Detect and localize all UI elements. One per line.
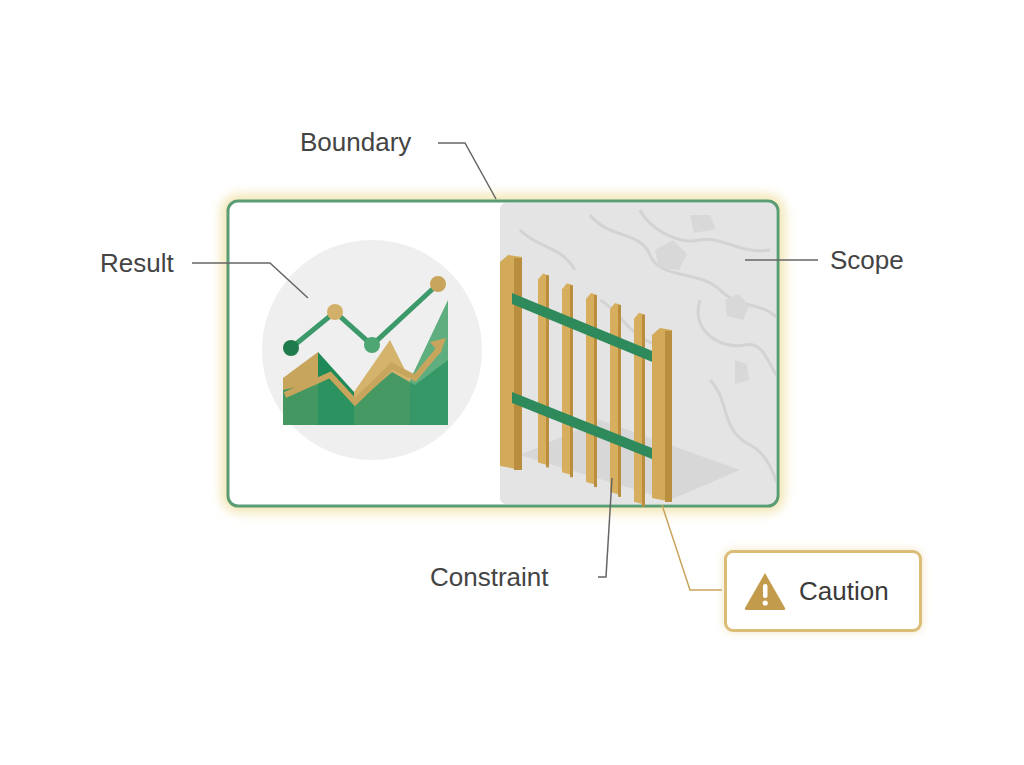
leader-line	[192, 263, 308, 298]
fence-constraint	[500, 255, 740, 507]
chart-icon	[262, 240, 482, 460]
leader-line	[598, 478, 612, 577]
warning-icon	[743, 571, 787, 611]
caution-box: Caution	[724, 550, 922, 632]
leader-lines	[192, 143, 818, 577]
part-label: Result	[100, 248, 174, 278]
part-label: Constraint	[430, 562, 549, 592]
leader-line	[438, 143, 496, 199]
caution-leader	[662, 505, 722, 590]
leader-line	[745, 259, 818, 261]
scope-area	[500, 203, 776, 504]
part-label: Scope	[830, 245, 904, 275]
caution-text: Caution	[799, 576, 889, 606]
boundary-border	[228, 201, 778, 506]
part-label: Boundary	[300, 127, 411, 157]
